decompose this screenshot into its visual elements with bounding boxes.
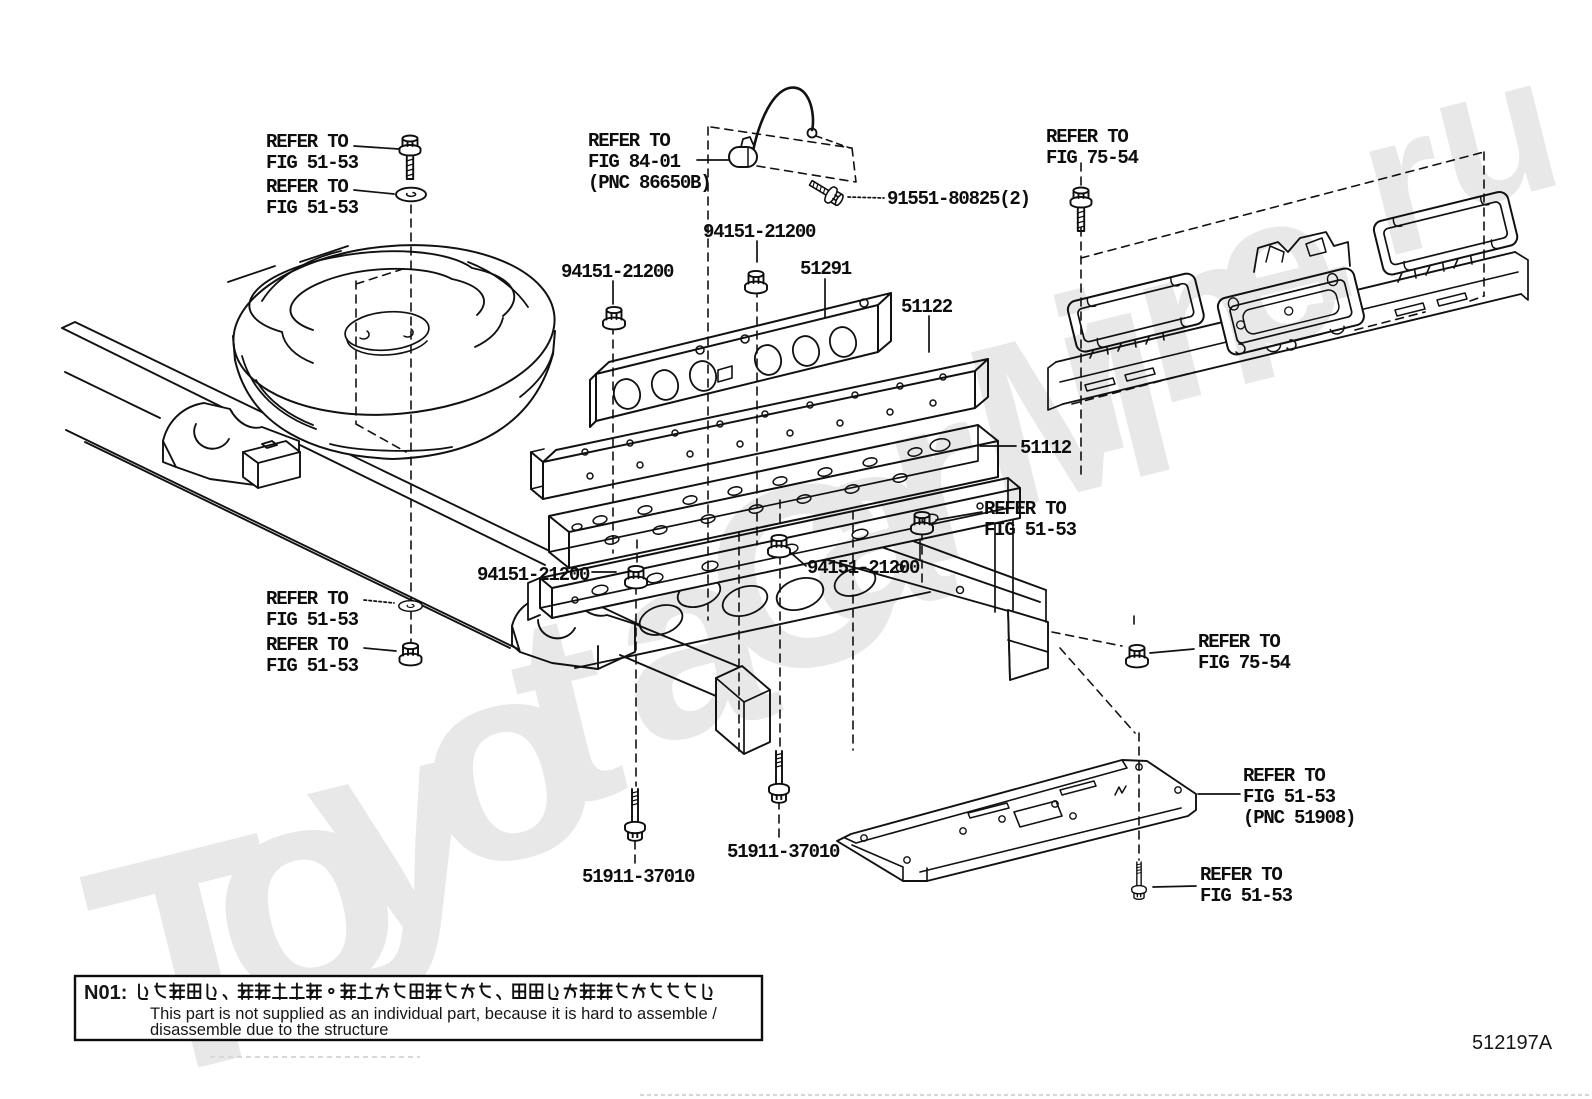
svg-text:REFER TO: REFER TO — [1243, 765, 1325, 787]
svg-text:94151-21200: 94151-21200 — [807, 557, 920, 579]
svg-text:REFER TO: REFER TO — [1200, 864, 1282, 886]
svg-text:REFER TO: REFER TO — [1046, 126, 1128, 148]
svg-text:REFER TO: REFER TO — [984, 498, 1066, 520]
svg-text:FIG 84-01: FIG 84-01 — [588, 151, 681, 173]
svg-text:FIG 51-53: FIG 51-53 — [266, 609, 359, 631]
svg-text:FIG 51-53: FIG 51-53 — [266, 655, 359, 677]
svg-text:94151-21200: 94151-21200 — [477, 564, 590, 586]
svg-text:REFER TO: REFER TO — [1198, 631, 1280, 653]
svg-text:(PNC 51908): (PNC 51908) — [1243, 807, 1355, 829]
svg-text:FIG 75-54: FIG 75-54 — [1046, 147, 1139, 169]
svg-text:FIG 75-54: FIG 75-54 — [1198, 652, 1291, 674]
svg-text:REFER TO: REFER TO — [266, 634, 348, 656]
svg-text:N01:: N01: — [84, 982, 127, 1004]
svg-text:94151-21200: 94151-21200 — [561, 261, 674, 283]
svg-text:FIG 51-53: FIG 51-53 — [266, 152, 359, 174]
svg-text:51112: 51112 — [1020, 437, 1072, 459]
svg-text:This part is not supplied as a: This part is not supplied as an individu… — [150, 1005, 717, 1023]
svg-text:REFER TO: REFER TO — [588, 130, 670, 152]
svg-text:ToyotaCarMine.ru: ToyotaCarMine.ru — [60, 11, 1579, 1099]
svg-text:51291: 51291 — [800, 258, 852, 280]
svg-text:FIG 51-53: FIG 51-53 — [1200, 885, 1293, 907]
svg-text:51911-37010: 51911-37010 — [582, 866, 695, 888]
svg-text:REFER TO: REFER TO — [266, 131, 348, 153]
svg-text:51122: 51122 — [901, 296, 953, 318]
svg-text:51911-37010: 51911-37010 — [727, 841, 840, 863]
svg-text:FIG 51-53: FIG 51-53 — [984, 519, 1077, 541]
svg-text:REFER TO: REFER TO — [266, 588, 348, 610]
svg-text:disassemble due to the structu: disassemble due to the structure — [150, 1021, 388, 1039]
svg-text:FIG 51-53: FIG 51-53 — [1243, 786, 1336, 808]
svg-text:FIG 51-53: FIG 51-53 — [266, 197, 359, 219]
svg-text:REFER TO: REFER TO — [266, 176, 348, 198]
svg-text:(PNC 86650B): (PNC 86650B) — [588, 172, 710, 194]
svg-text:91551-80825(2): 91551-80825(2) — [887, 188, 1030, 210]
svg-text:94151-21200: 94151-21200 — [703, 221, 816, 243]
svg-text:512197A: 512197A — [1472, 1032, 1553, 1054]
